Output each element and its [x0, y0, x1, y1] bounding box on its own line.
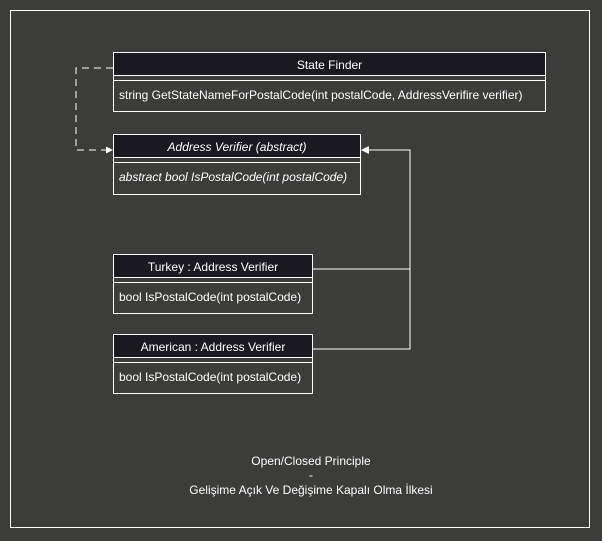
dependency-connector — [75, 67, 113, 151]
american-inheritance-connector — [313, 149, 411, 350]
class-method: bool IsPostalCode(int postalCode) — [119, 370, 302, 384]
class-separator — [114, 278, 312, 283]
caption-subtitle: Gelişime Açık Ve Değişime Kapalı Olma İl… — [189, 483, 433, 497]
american-verifier-class: American : Address Verifier bool IsPosta… — [113, 334, 313, 394]
class-title: State Finder — [114, 53, 545, 76]
class-method: string GetStateNameForPostalCode(int pos… — [119, 88, 523, 102]
inheritance-arrowhead — [361, 146, 369, 154]
diagram-frame — [10, 10, 590, 528]
class-method: abstract bool IsPostalCode(int postalCod… — [119, 170, 348, 184]
state-finder-class: State Finder string GetStateNameForPosta… — [113, 52, 546, 112]
class-separator — [114, 158, 360, 163]
class-separator — [114, 76, 545, 81]
class-title: American : Address Verifier — [114, 335, 312, 358]
turkey-verifier-class: Turkey : Address Verifier bool IsPostalC… — [113, 254, 313, 314]
class-method: bool IsPostalCode(int postalCode) — [119, 290, 302, 304]
class-title: Turkey : Address Verifier — [114, 255, 312, 278]
class-separator — [114, 358, 312, 363]
caption-dash: - — [309, 468, 313, 482]
class-title: Address Verifier (abstract) — [114, 135, 360, 158]
address-verifier-class: Address Verifier (abstract) abstract boo… — [113, 134, 361, 195]
caption-title: Open/Closed Principle — [251, 454, 371, 468]
dependency-arrowhead — [106, 146, 113, 154]
